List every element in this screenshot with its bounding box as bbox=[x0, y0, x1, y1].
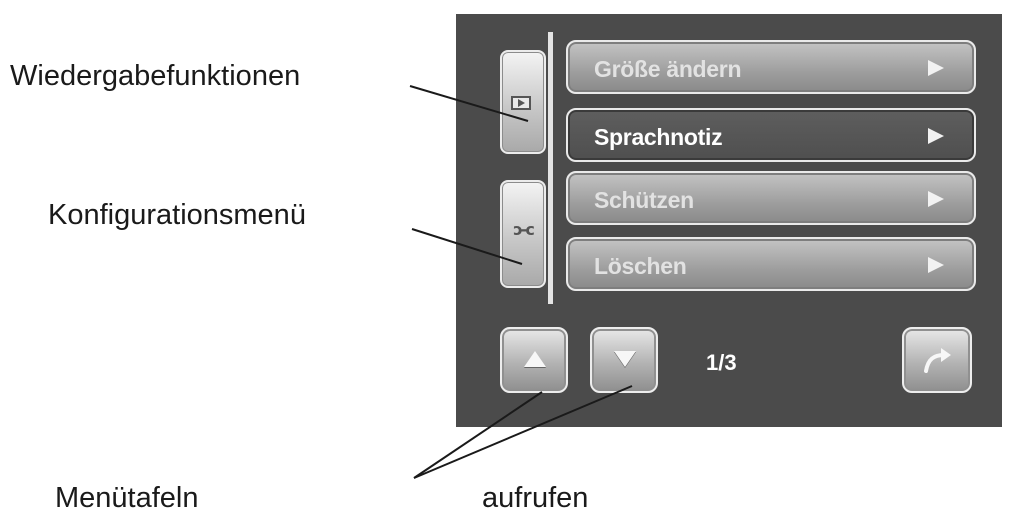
annotation-call-up: aufrufen bbox=[482, 482, 589, 514]
wrench-icon: ɔ-c bbox=[513, 219, 535, 239]
tab-setup[interactable]: ɔ-c bbox=[500, 180, 546, 288]
menu-item-label: Schützen bbox=[594, 187, 694, 213]
tab-divider bbox=[548, 32, 553, 304]
chevron-right-icon bbox=[928, 257, 944, 273]
return-button[interactable] bbox=[902, 327, 972, 393]
menu-item-label: Löschen bbox=[594, 253, 687, 279]
annotation-menu-panels: Menütafeln bbox=[55, 482, 199, 514]
menu-item-voice-memo[interactable]: Sprachnotiz bbox=[566, 108, 976, 162]
menu-item-label: Sprachnotiz bbox=[594, 124, 723, 150]
camera-screen: ɔ-c Größe ändern Sprachnotiz Schützen Lö… bbox=[456, 14, 1002, 427]
menu-item-protect[interactable]: Schützen bbox=[566, 171, 976, 225]
triangle-up-icon bbox=[524, 351, 546, 367]
return-arrow-icon bbox=[924, 348, 951, 373]
play-icon bbox=[511, 96, 531, 110]
chevron-right-icon bbox=[928, 60, 944, 76]
annotation-config-menu: Konfigurationsmenü bbox=[48, 199, 306, 231]
chevron-right-icon bbox=[928, 191, 944, 207]
annotation-playback-functions: Wiedergabefunktionen bbox=[10, 60, 301, 92]
page-down-button[interactable] bbox=[590, 327, 658, 393]
tab-playback[interactable] bbox=[500, 50, 546, 154]
menu-item-resize[interactable]: Größe ändern bbox=[566, 40, 976, 94]
menu-item-delete[interactable]: Löschen bbox=[566, 237, 976, 291]
menu-item-label: Größe ändern bbox=[594, 56, 742, 82]
page-indicator: 1/3 bbox=[706, 350, 737, 375]
chevron-right-icon bbox=[928, 128, 944, 144]
triangle-down-icon bbox=[614, 351, 636, 367]
page-up-button[interactable] bbox=[500, 327, 568, 393]
